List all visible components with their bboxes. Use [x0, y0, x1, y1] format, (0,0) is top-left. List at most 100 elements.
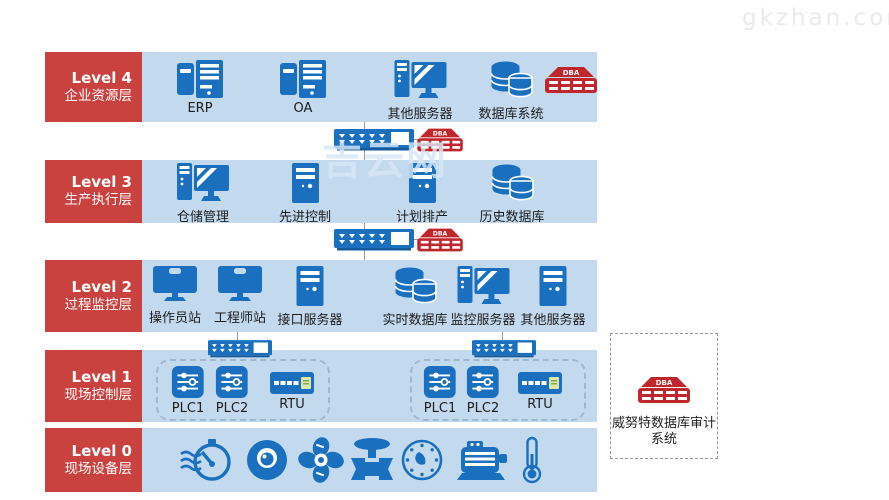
switch-l3-l2 [334, 227, 414, 256]
node-monitoring-server: 监控服务器 [450, 266, 516, 328]
fan-impeller-icon [298, 437, 344, 483]
level2-band [142, 260, 597, 332]
plc-group-right [410, 359, 586, 421]
node-erp: ERP [177, 60, 223, 116]
node-label: 仓储管理 [176, 210, 230, 225]
server-pair-icon [280, 60, 326, 98]
level2-title: Level 2 [71, 277, 132, 296]
node-label: 接口服务器 [277, 313, 343, 328]
device-fan-impeller [298, 437, 344, 483]
node-label: 操作员站 [148, 311, 202, 326]
device-thermometer [521, 436, 543, 484]
connector-line [502, 332, 503, 340]
node-other-server-l2: 其他服务器 [520, 266, 586, 328]
tower-server-icon [539, 266, 567, 306]
dba-text: DBA [656, 379, 673, 387]
pressure-gauge-icon [401, 439, 443, 481]
node-label: 工程师站 [213, 311, 267, 326]
node-plc1-right: PLC1 [424, 366, 456, 416]
electric-motor-icon [457, 441, 507, 480]
dba-text: DBA [563, 69, 580, 77]
level3-title: Level 3 [71, 173, 132, 192]
ethernet-switch-icon [472, 340, 536, 358]
dba-l3-l2: DBA [416, 226, 464, 258]
ethernet-switch-icon [208, 340, 272, 358]
node-label: 监控服务器 [450, 313, 516, 328]
level0-label: Level 0 现场设备层 [45, 428, 142, 492]
node-rtu-left: RTU [270, 372, 314, 412]
node-label: 其他服务器 [387, 107, 453, 122]
node-plc2-right: PLC2 [467, 366, 499, 416]
node-label: 历史数据库 [479, 210, 545, 225]
valve-icon [351, 438, 393, 480]
ethernet-switch-icon [334, 229, 414, 251]
node-warehouse-mgmt: 仓储管理 [176, 163, 230, 225]
node-label: ERP [187, 101, 213, 116]
node-label: 计划排产 [395, 210, 449, 225]
node-engineer-station: 工程师站 [214, 266, 266, 326]
dba-appliance-icon: DBA [417, 228, 463, 252]
node-label: RTU [527, 397, 553, 412]
node-other-server-l4: 其他服务器 [387, 60, 453, 122]
plc-icon [172, 366, 204, 398]
node-operator-station: 操作员站 [149, 266, 201, 326]
node-label: PLC1 [171, 401, 205, 416]
tower-server-icon [408, 163, 436, 203]
plc-group-left [156, 359, 330, 421]
plc-icon [216, 366, 248, 398]
node-history-database: 历史数据库 [479, 163, 545, 225]
flow-meter-icon [180, 439, 231, 481]
device-flow-meter [179, 437, 231, 483]
switch-l1-left [208, 338, 272, 363]
audit-system-label-line2: 系统 [650, 432, 677, 448]
tower-server-icon [291, 163, 319, 203]
level1-subtitle: 现场控制层 [64, 386, 133, 403]
database-icon [490, 61, 533, 98]
plc-icon [467, 366, 499, 398]
level2-subtitle: 过程监控层 [64, 296, 133, 313]
monitor-icon [217, 266, 262, 301]
database-icon [394, 267, 437, 304]
level1-title: Level 1 [71, 367, 132, 386]
level2-label: Level 2 过程监控层 [45, 260, 142, 332]
node-oa: OA [280, 60, 326, 116]
device-pressure-gauge [400, 438, 444, 482]
level1-label: Level 1 现场控制层 [45, 350, 142, 422]
dba-text: DBA [433, 131, 448, 138]
node-label: PLC2 [215, 401, 249, 416]
device-electric-motor [455, 440, 509, 480]
dba-l4-l3: DBA [416, 126, 464, 158]
server-monitor-icon [176, 163, 229, 201]
site-watermark: gkzhan.com [742, 5, 889, 31]
node-label: RTU [279, 397, 305, 412]
ethernet-switch-icon [334, 129, 414, 151]
monitor-icon [152, 266, 197, 301]
audit-system-box: DBA 威努特数据库审计 系统 [610, 333, 718, 459]
node-realtime-database: 实时数据库 [382, 266, 448, 328]
audit-system-label: 威努特数据库审计 系统 [612, 416, 716, 449]
thermometer-icon [522, 436, 542, 484]
node-label: 先进控制 [278, 210, 332, 225]
server-monitor-icon [393, 60, 446, 98]
node-production-scheduling: 计划排产 [396, 163, 448, 225]
switch-l4-l3 [334, 127, 414, 156]
node-database-system: 数据库系统 [478, 60, 544, 122]
node-plc2-left: PLC2 [216, 366, 248, 416]
level4-label: Level 4 企业资源层 [45, 52, 142, 122]
dba-text: DBA [433, 231, 448, 238]
dba-appliance-icon: DBA [417, 128, 463, 152]
node-label: OA [293, 101, 313, 116]
audit-system-label-line1: 威努特数据库审计 [611, 416, 716, 431]
node-label: 其他服务器 [520, 313, 586, 328]
node-label: PLC1 [423, 401, 457, 416]
database-icon [491, 164, 534, 201]
connector-line [237, 332, 238, 340]
level0-title: Level 0 [71, 441, 132, 460]
level4-title: Level 4 [71, 68, 132, 87]
rtu-icon [270, 372, 314, 394]
tower-server-icon [296, 266, 324, 306]
node-label: 数据库系统 [478, 107, 544, 122]
node-plc1-left: PLC1 [172, 366, 204, 416]
level3-subtitle: 生产执行层 [64, 192, 133, 209]
